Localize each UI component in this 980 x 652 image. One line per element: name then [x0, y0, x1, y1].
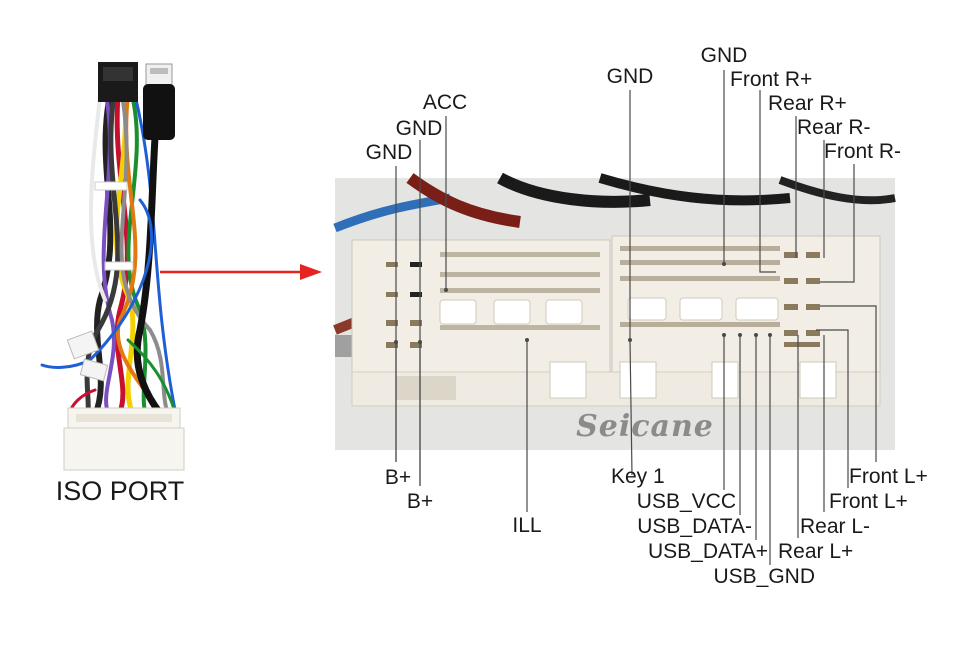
label-gnd-a: GND	[366, 141, 413, 164]
label-rear-r-plus: Rear R+	[768, 92, 847, 115]
pin-labels: GND GND ACC GND GND Front R+ Rear R+ Rea…	[366, 44, 928, 588]
label-ill: ILL	[512, 514, 541, 537]
watermark: Seicane	[576, 409, 714, 444]
label-acc: ACC	[423, 91, 467, 114]
label-front-r-plus: Front R+	[730, 68, 812, 91]
label-rear-l-plus: Rear L+	[778, 540, 853, 563]
iso-port-caption: ISO PORT	[56, 476, 185, 506]
label-front-r-minus: Front R-	[824, 140, 901, 163]
arrow-right-icon	[160, 264, 322, 280]
label-rear-l-minus: Rear L-	[800, 515, 870, 538]
label-b-plus-a: B+	[385, 466, 411, 489]
label-front-l-plus-b: Front L+	[829, 490, 908, 513]
label-front-l-plus-a: Front L+	[849, 465, 928, 488]
label-usb-gnd: USB_GND	[713, 565, 815, 588]
label-usb-data-plus: USB_DATA+	[648, 540, 768, 563]
label-key1: Key 1	[611, 465, 665, 488]
label-usb-vcc: USB_VCC	[637, 490, 736, 513]
label-b-plus-b: B+	[407, 490, 433, 513]
label-gnd-d: GND	[701, 44, 748, 67]
pin-markers	[394, 262, 772, 344]
connector-photo: Seicane	[333, 172, 896, 450]
wiring-harness-icon	[40, 62, 185, 471]
label-gnd-c: GND	[607, 65, 654, 88]
label-rear-r-minus: Rear R-	[797, 116, 871, 139]
leader-lines	[395, 70, 877, 565]
label-usb-data-minus: USB_DATA-	[637, 515, 752, 538]
usb-plug-icon	[143, 63, 175, 140]
label-gnd-b: GND	[396, 117, 443, 140]
